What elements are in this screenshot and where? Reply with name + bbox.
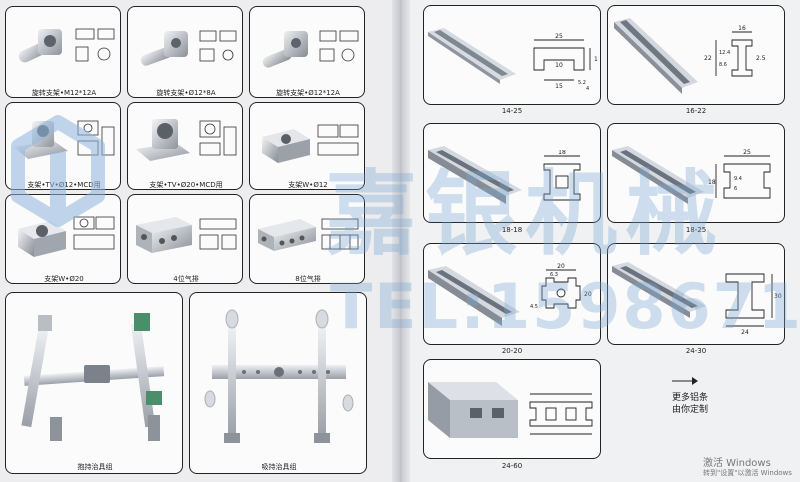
rotary-bracket-drawing — [199, 30, 237, 62]
profile-section-drawing: 25 14 10 15 5.2 4 — [533, 33, 598, 92]
profile-card-16-22[interactable]: 16 22 12.4 8.6 2.5 — [607, 5, 785, 105]
w-bracket-drawing — [317, 124, 359, 156]
aluminum-profile-photo — [428, 146, 522, 204]
aluminum-profile-photo — [612, 262, 706, 318]
product-caption: 旋转支架•M12*12A — [31, 89, 97, 97]
product-caption: 8位气排 — [295, 275, 321, 283]
dimension-label: 30 — [774, 293, 782, 300]
dimension-label: 18 — [558, 150, 566, 156]
w-bracket-drawing — [73, 216, 115, 250]
profile-caption: 24-60 — [501, 462, 523, 470]
tv-bracket-drawing — [199, 120, 237, 156]
windows-activation-subtitle: 转到"设置"以激活 Windows — [703, 469, 792, 477]
product-card-tv-bracket-20[interactable]: 支架•TV•Ø20•MCD用 — [127, 102, 243, 190]
dimension-label: 16 — [738, 25, 746, 32]
dimension-label: 5.2 — [578, 80, 586, 86]
manifold-drawing — [321, 218, 359, 250]
dimension-label: 8.6 — [719, 62, 727, 68]
company-logo-watermark — [11, 115, 105, 227]
tv-bracket-photo — [136, 119, 190, 161]
dimension-label: 4.5 — [530, 304, 538, 310]
product-caption: 旋转支架•Ø12*8A — [156, 89, 216, 97]
profile-card-14-25[interactable]: 25 14 10 15 5.2 4 — [423, 5, 601, 105]
arrow-right-icon — [672, 377, 698, 385]
product-card-suction-fixture[interactable]: 吸持治具组 — [189, 292, 367, 474]
profile-card-24-60[interactable] — [423, 359, 601, 459]
manifold-photo — [136, 217, 192, 253]
profile-card-18-18[interactable]: 18 — [423, 123, 601, 223]
aluminum-profile-photo — [428, 28, 516, 84]
rotary-bracket-photo — [262, 31, 308, 68]
profile-caption: 18-18 — [501, 226, 523, 234]
w-bracket-photo — [262, 129, 310, 163]
profile-section-drawing: 25 18 9.4 6 — [708, 149, 771, 199]
dimension-label: 20 — [557, 263, 565, 270]
windows-activation-title: 激活 Windows — [703, 458, 771, 469]
profile-section-drawing: 18 — [543, 150, 581, 201]
manifold-photo — [258, 219, 316, 251]
aluminum-profile-photo — [428, 266, 520, 326]
dimension-label: 25 — [743, 149, 751, 156]
profile-card-20-20[interactable]: 20 6.3 20 4.5 — [423, 243, 601, 345]
profile-caption: 18-25 — [685, 226, 707, 234]
product-card-rotary-bracket-12x8[interactable]: 旋转支架•Ø12*8A — [127, 6, 243, 98]
dimension-label: 6 — [734, 186, 737, 192]
product-card-rotary-bracket-12x12[interactable]: 旋转支架•Ø12*12A — [249, 6, 365, 98]
dimension-label: 10 — [555, 62, 563, 69]
product-card-w-bracket-12[interactable]: 支架W•Ø12 — [249, 102, 365, 190]
dimension-label: 20 — [584, 291, 592, 298]
product-card-rotary-bracket-m12[interactable]: 旋转支架•M12*12A — [5, 6, 121, 98]
product-caption: 吸持治具组 — [261, 463, 297, 471]
product-card-4-port-manifold[interactable]: 4位气排 — [127, 194, 243, 284]
dimension-label: 9.4 — [734, 176, 742, 182]
suction-fixture-photo — [204, 309, 354, 443]
rotary-bracket-photo — [140, 31, 188, 66]
dimension-label: 12.4 — [719, 50, 730, 56]
profile-section-drawing: 20 6.3 20 4.5 — [530, 263, 592, 310]
rotary-bracket-drawing — [75, 28, 115, 62]
gripping-fixture-photo — [21, 313, 165, 441]
product-caption: 抱持治具组 — [77, 463, 113, 471]
dimension-label: 2.5 — [756, 55, 766, 62]
profile-caption: 16-22 — [685, 107, 707, 115]
dimension-label: 4 — [586, 86, 589, 92]
product-caption: 旋转支架•Ø12*12A — [276, 89, 340, 97]
dimension-label: 6.3 — [550, 272, 558, 278]
aluminum-profile-photo — [612, 146, 704, 204]
profile-caption: 20-20 — [501, 347, 523, 355]
product-caption: 支架W•Ø20 — [44, 275, 84, 283]
product-caption: 4位气排 — [173, 275, 199, 283]
product-caption: 支架W•Ø12 — [288, 181, 328, 189]
profile-caption: 14-25 — [501, 107, 523, 115]
aluminum-profile-photo — [428, 382, 518, 438]
dimension-label: 22 — [704, 55, 712, 62]
rotary-bracket-photo — [18, 29, 62, 63]
profile-section-drawing: 30 24 — [725, 273, 782, 336]
custom-profile-note: 更多铝条 由你定制 — [672, 392, 708, 416]
custom-profile-line1: 更多铝条 — [672, 393, 709, 403]
product-card-gripping-fixture[interactable]: 抱持治具组 — [5, 292, 183, 474]
dimension-label: 24 — [741, 329, 749, 336]
page-gutter — [392, 0, 410, 482]
manifold-drawing — [199, 218, 237, 250]
profile-card-24-30[interactable]: 30 24 — [607, 243, 785, 345]
profile-caption: 24-30 — [685, 347, 707, 355]
custom-profile-line2: 由你定制 — [672, 405, 709, 415]
dimension-label: 25 — [555, 33, 563, 40]
profile-section-drawing — [529, 393, 593, 435]
dimension-label: 18 — [708, 179, 716, 186]
profile-section-drawing: 16 22 12.4 8.6 2.5 — [704, 25, 766, 77]
product-caption: 支架•TV•Ø20•MCD用 — [149, 181, 223, 189]
dimension-label: 15 — [555, 83, 563, 90]
profile-card-18-25[interactable]: 25 18 9.4 6 — [607, 123, 785, 223]
product-card-8-port-manifold[interactable]: 8位气排 — [249, 194, 365, 284]
dimension-label: 14 — [594, 56, 598, 63]
aluminum-profile-photo — [614, 18, 698, 94]
rotary-bracket-drawing — [319, 30, 359, 62]
